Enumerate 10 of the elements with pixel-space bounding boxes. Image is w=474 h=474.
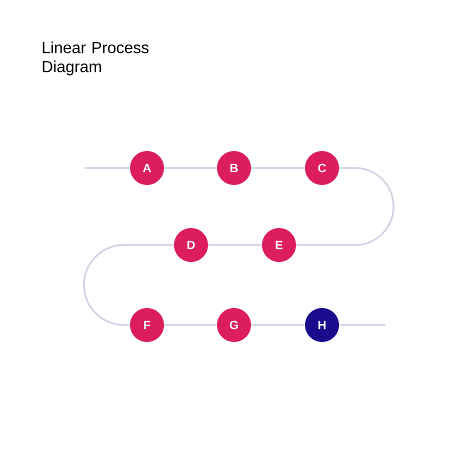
connector-line	[83, 244, 174, 326]
connector-line	[251, 167, 305, 169]
connector-line	[296, 167, 394, 246]
title: Linear Process Diagram	[42, 42, 149, 76]
connector-line	[208, 244, 262, 246]
connector-line	[251, 324, 305, 326]
connector-line	[164, 167, 217, 169]
connector-line	[85, 167, 130, 169]
connector-line	[164, 324, 217, 326]
connector-line	[339, 324, 385, 326]
